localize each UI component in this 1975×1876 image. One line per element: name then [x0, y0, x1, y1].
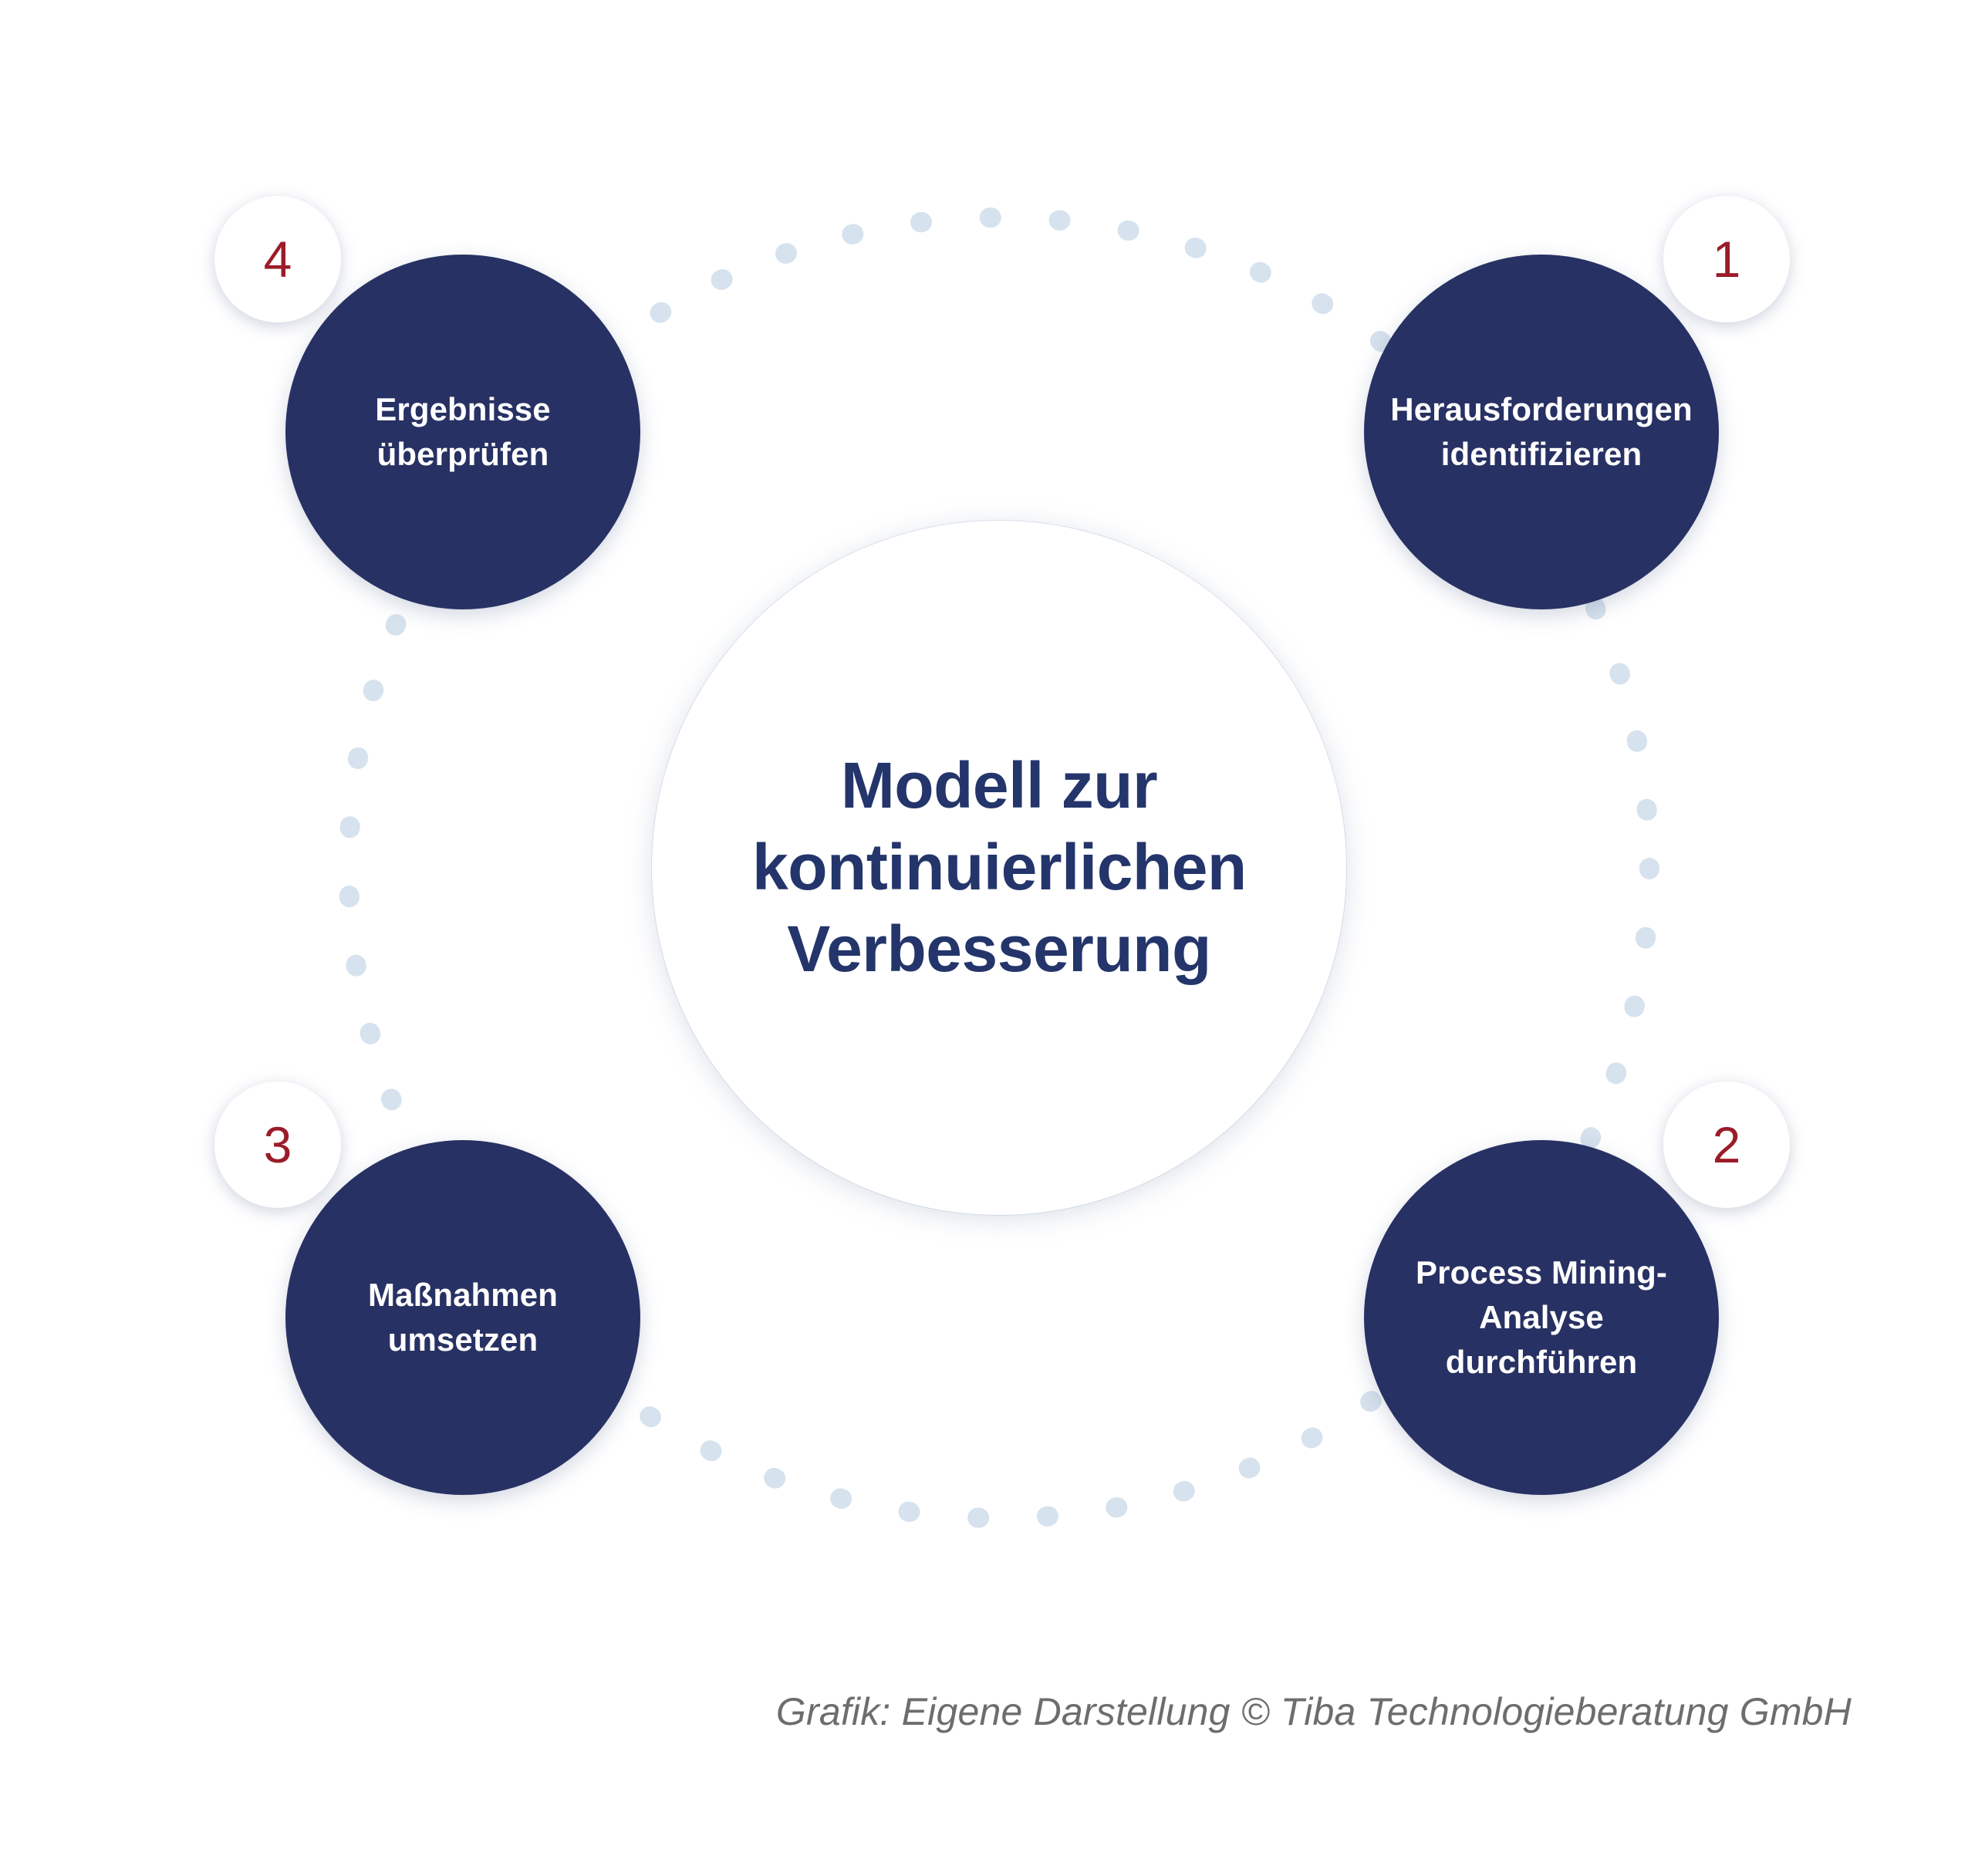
step-node-2[interactable]: Process Mining- Analyse durchführen 2 [1364, 1081, 1790, 1495]
step-label-1-line-1: Herausforderungen [1390, 391, 1693, 428]
step-disc-3[interactable]: Maßnahmen umsetzen [285, 1140, 640, 1495]
step-label-1: Herausforderungen identifizieren [1387, 387, 1696, 477]
step-disc-4[interactable]: Ergebnisse überprüfen [285, 255, 640, 609]
step-badge-4[interactable]: 4 [214, 196, 341, 322]
step-label-1-line-2: identifizieren [1440, 436, 1642, 472]
step-badge-3[interactable]: 3 [214, 1081, 341, 1208]
step-disc-1[interactable]: Herausforderungen identifizieren [1364, 255, 1719, 609]
orbit-dotted-circle [339, 208, 1659, 1528]
page-title: Modell zur kontinuierlichen Verbesserung [752, 745, 1247, 990]
center-title-line-1: Modell zur [840, 749, 1158, 822]
step-label-4-line-1: Ergebnisse [375, 391, 551, 428]
center-hub: Modell zur kontinuierlichen Verbesserung [652, 521, 1346, 1215]
step-label-4: Ergebnisse überprüfen [309, 387, 617, 477]
step-number-1: 1 [1712, 231, 1741, 288]
step-number-4: 4 [263, 231, 292, 288]
step-badge-2[interactable]: 2 [1663, 1081, 1790, 1208]
source-caption: Grafik: Eigene Darstellung © Tiba Techno… [775, 1690, 1852, 1733]
step-badge-1[interactable]: 1 [1663, 196, 1790, 322]
step-label-4-line-2: überprüfen [376, 436, 549, 472]
step-label-3: Maßnahmen umsetzen [309, 1273, 617, 1362]
step-disc-2[interactable]: Process Mining- Analyse durchführen [1364, 1140, 1719, 1495]
step-label-3-line-2: umsetzen [387, 1321, 538, 1358]
step-node-1[interactable]: Herausforderungen identifizieren 1 [1364, 196, 1790, 609]
step-label-2-line-3: durchführen [1445, 1343, 1638, 1380]
center-title-line-3: Verbesserung [787, 912, 1211, 985]
step-node-3[interactable]: Maßnahmen umsetzen 3 [214, 1081, 640, 1495]
center-title-line-2: kontinuierlichen [752, 831, 1247, 904]
step-number-3: 3 [263, 1116, 292, 1173]
step-label-2: Process Mining- Analyse durchführen [1387, 1250, 1696, 1385]
step-label-2-line-2: Analyse [1479, 1299, 1604, 1336]
step-number-2: 2 [1712, 1116, 1741, 1173]
step-label-2-line-1: Process Mining- [1416, 1254, 1667, 1291]
step-label-3-line-1: Maßnahmen [368, 1277, 558, 1314]
step-node-4[interactable]: Ergebnisse überprüfen 4 [214, 196, 640, 609]
